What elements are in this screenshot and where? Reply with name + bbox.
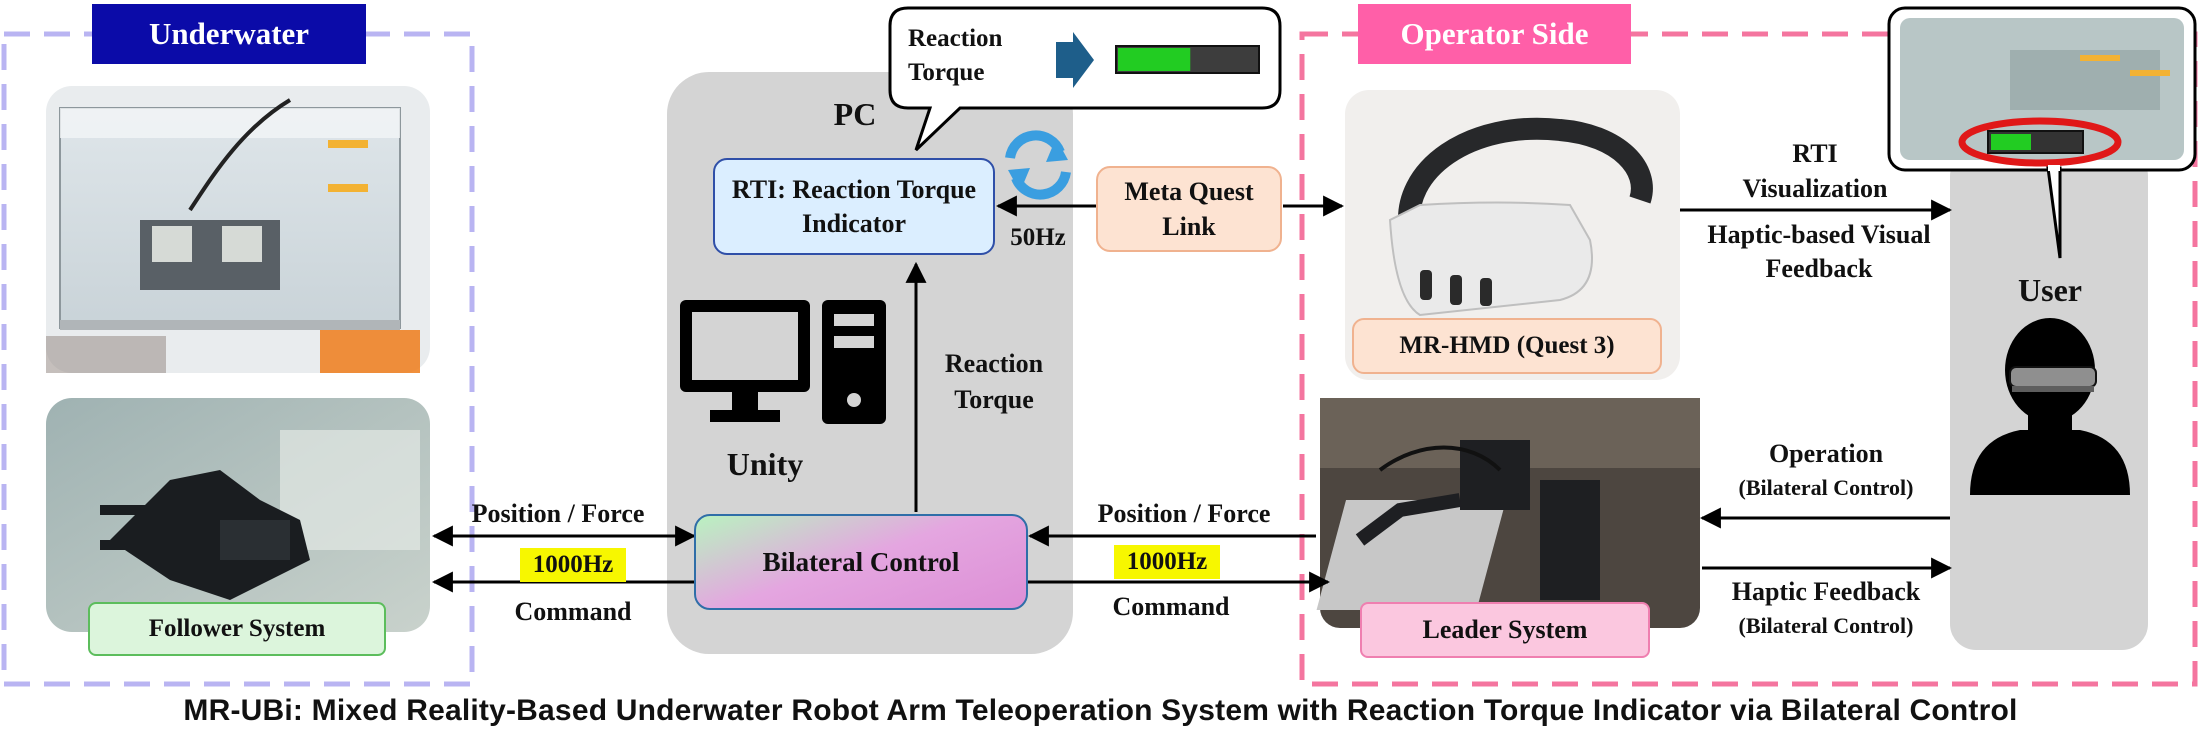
left-rate-label: 1000Hz (520, 548, 626, 582)
haptic-feedback-sub-label: (Bilateral Control) (1738, 613, 1914, 638)
mr-view-photo (1887, 6, 2197, 172)
rti-visualization-label: RTI Visualization (1742, 139, 1888, 204)
underwater-title: Underwater (92, 4, 366, 64)
right-position-force-label: Position / Force (1097, 499, 1271, 528)
left-command-label: Command (514, 597, 632, 626)
leader-photo (1316, 398, 1700, 628)
rti-box: RTI: Reaction Torque Indicator (713, 158, 995, 255)
hmd-label: MR-HMD (Quest 3) (1352, 318, 1662, 374)
bubble-reaction-torque-text: Reaction Torque (908, 22, 1036, 90)
bubble-line-2: Torque (908, 58, 985, 86)
bilateral-control-box: Bilateral Control (694, 514, 1028, 610)
reaction-torque-bubble (888, 6, 1282, 152)
operator-title: Operator Side (1358, 4, 1631, 64)
inset-torque-bar (1991, 134, 2031, 150)
sync-icon (1005, 130, 1071, 200)
bubble-line-1: Reaction (908, 25, 1003, 52)
follower-system-label: Follower System (88, 602, 386, 656)
pc-title: PC (833, 96, 877, 132)
haptic-feedback-label: Haptic Feedback (1731, 577, 1921, 606)
rate-50hz: 50Hz (1010, 224, 1066, 251)
haptic-visual-feedback-label: Haptic-based Visual Feedback (1707, 220, 1931, 283)
follower-photo (46, 398, 430, 632)
operator-region (1299, 31, 2198, 687)
user-icon (1970, 318, 2130, 495)
unity-label: Unity (726, 446, 804, 482)
operation-sub-label: (Bilateral Control) (1738, 475, 1914, 500)
left-position-force-label: Position / Force (471, 499, 645, 528)
figure-caption: MR-UBi: Mixed Reality-Based Underwater R… (183, 694, 2018, 727)
tank-photo (46, 86, 430, 373)
leader-system-label: Leader System (1360, 602, 1650, 658)
computer-icon (680, 300, 886, 424)
reaction-torque-label: Reaction Torque (944, 349, 1044, 415)
right-rate-label: 1000Hz (1114, 545, 1220, 579)
operation-label: Operation (1768, 439, 1884, 468)
meta-quest-link-box: Meta Quest Link (1096, 166, 1282, 252)
hmd-photo (1345, 90, 1680, 380)
user-label: User (2018, 272, 2082, 308)
torque-level-bar (1118, 48, 1191, 71)
right-command-label: Command (1112, 592, 1230, 621)
arrow-icon (1056, 32, 1094, 88)
